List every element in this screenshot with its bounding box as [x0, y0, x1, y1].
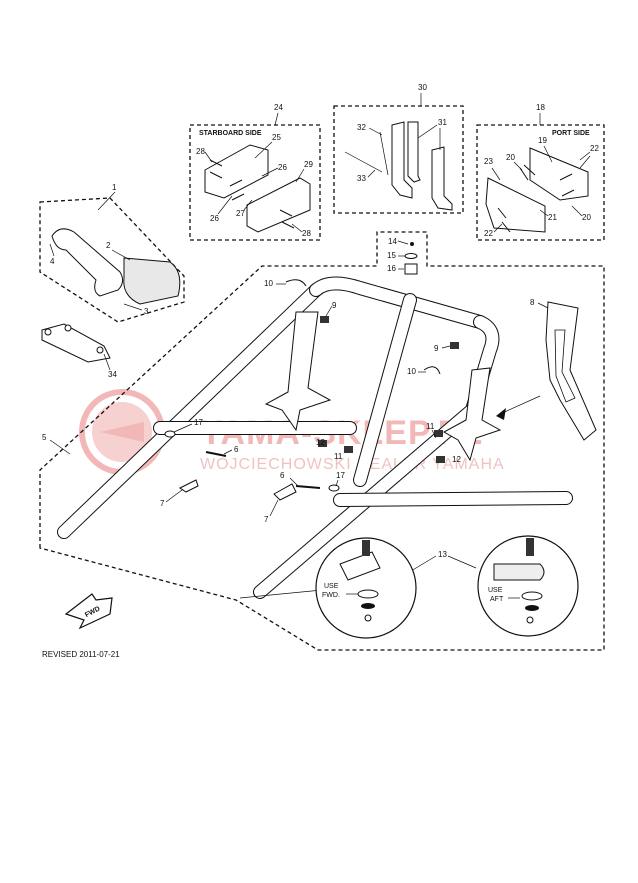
box-number-1: 1 — [112, 183, 117, 192]
callout-27: 27 — [236, 209, 245, 218]
watermark-logo-icon — [79, 389, 165, 475]
revised-date: REVISED 2011-07-21 — [42, 650, 120, 659]
callout-9b: 9 — [434, 344, 439, 353]
starboard-side-title: STARBOARD SIDE — [199, 130, 262, 137]
rack-hook-mid — [407, 121, 421, 183]
port-bracket — [529, 147, 589, 201]
detail-fwd: USE FWD. — [315, 537, 417, 639]
starboard-plate — [246, 177, 311, 233]
callout-33: 33 — [357, 174, 366, 183]
callout-23: 23 — [484, 157, 493, 166]
mirror-arm — [51, 228, 124, 297]
callout-14: 14 — [388, 237, 397, 246]
callout-11a: 11 — [334, 452, 343, 461]
callout-4: 4 — [50, 257, 55, 266]
callout-12b: 12 — [452, 455, 461, 464]
rack-hook-right — [431, 146, 453, 211]
callout-28b: 28 — [302, 229, 311, 238]
frame-hardware — [164, 279, 459, 501]
use-aft-line2: AFT — [490, 596, 504, 603]
detail-aft: USE AFT — [477, 535, 579, 637]
rack-box: 30 32 31 33 — [333, 83, 464, 214]
port-plate — [485, 177, 546, 233]
callout-9a: 9 — [332, 301, 337, 310]
callout-16: 16 — [387, 264, 396, 273]
callout-22a: 22 — [590, 144, 599, 153]
port-side-box: 18 PORT SIDE 19 20 22 23 21 20 22 — [476, 103, 605, 241]
callout-17b: 17 — [336, 471, 345, 480]
callout-34: 34 — [108, 370, 117, 379]
callout-10a: 10 — [264, 279, 273, 288]
callout-6b: 6 — [280, 471, 285, 480]
callout-19: 19 — [538, 136, 547, 145]
callout-21: 21 — [548, 213, 557, 222]
mirror-glass — [123, 257, 181, 305]
callout-7a: 7 — [160, 499, 165, 508]
callout-2: 2 — [106, 241, 111, 250]
callout-12a: 12 — [316, 438, 325, 447]
tower-frame-region — [39, 231, 605, 651]
callout-8: 8 — [530, 298, 535, 307]
callout-10b: 10 — [407, 367, 416, 376]
callout-3: 3 — [144, 307, 149, 316]
left-star-bracket — [264, 311, 332, 432]
watermark-dealer: WOJCIECHOWSKI DEALER YAMAHA — [200, 456, 505, 473]
side-plate — [545, 301, 597, 441]
callout-17a: 17 — [194, 418, 203, 427]
callout-7b: 7 — [264, 515, 269, 524]
callout-5: 5 — [42, 433, 47, 442]
callout-29: 29 — [304, 160, 313, 169]
callout-20b: 20 — [582, 213, 591, 222]
callout-22b: 22 — [484, 229, 493, 238]
callout-20a: 20 — [506, 153, 515, 162]
use-fwd-line1: USE — [324, 583, 339, 590]
callout-15: 15 — [387, 251, 396, 260]
callout-28a: 28 — [196, 147, 205, 156]
box-number-30: 30 — [418, 83, 427, 92]
callout-25: 25 — [272, 133, 281, 142]
mirror-mount-plate: 34 — [41, 323, 117, 379]
box-number-24: 24 — [274, 103, 283, 112]
callout-26b: 26 — [210, 214, 219, 223]
starboard-bracket — [204, 144, 269, 199]
callout-32: 32 — [357, 123, 366, 132]
port-side-title: PORT SIDE — [552, 130, 590, 137]
callout-31: 31 — [438, 118, 447, 127]
wake-tower-frame — [57, 276, 573, 599]
mirror-box: 1 2 4 3 — [39, 183, 185, 323]
box-number-18: 18 — [536, 103, 545, 112]
right-star-bracket — [442, 367, 502, 462]
callout-6a: 6 — [234, 445, 239, 454]
starboard-side-box: 24 STARBOARD SIDE 25 28 26 29 26 27 28 — [189, 103, 321, 241]
fwd-arrow-icon: FWD — [64, 593, 113, 630]
use-aft-line1: USE — [488, 587, 503, 594]
callout-13: 13 — [438, 550, 447, 559]
callout-11b: 11 — [426, 422, 435, 431]
rack-hook-left — [391, 121, 413, 199]
use-fwd-line2: FWD. — [322, 592, 340, 599]
callout-26a: 26 — [278, 163, 287, 172]
mount-stack: 14 15 16 — [387, 237, 418, 275]
